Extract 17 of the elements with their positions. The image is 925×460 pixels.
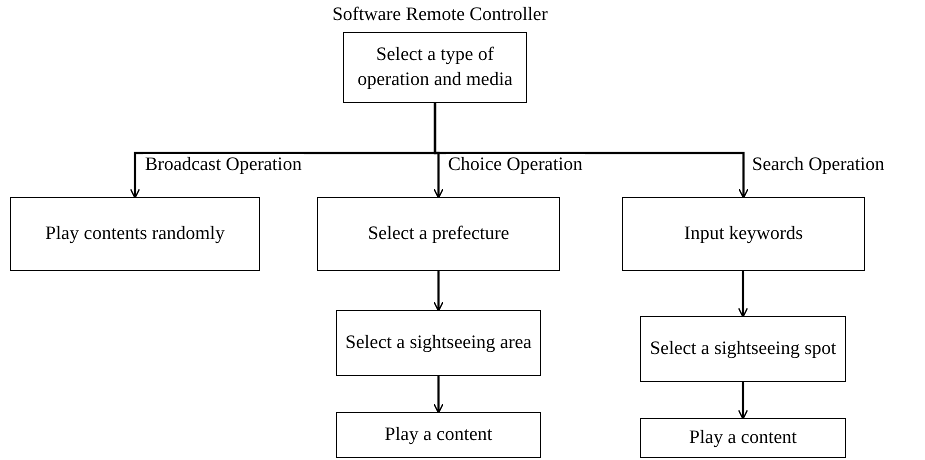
process-box: Select a type of operation and media [343,32,527,103]
edge-label: Choice Operation [446,154,585,176]
arrow [738,271,748,318]
process-box: Play a content [640,418,846,458]
process-box: Input keywords [622,197,865,271]
process-box: Select a sightseeing spot [640,316,846,382]
arrow [434,103,749,199]
process-box: Play a content [336,412,541,458]
process-box: Select a sightseeing area [336,310,541,376]
arrow [433,376,444,414]
edge-label: Search Operation [750,154,886,176]
process-box: Play contents randomly [10,197,260,271]
diagram-title: Software Remote Controller [331,4,549,26]
process-box: Select a prefecture [317,197,560,271]
arrow [433,271,444,312]
edge-label: Broadcast Operation [143,154,304,176]
arrow [738,382,748,420]
